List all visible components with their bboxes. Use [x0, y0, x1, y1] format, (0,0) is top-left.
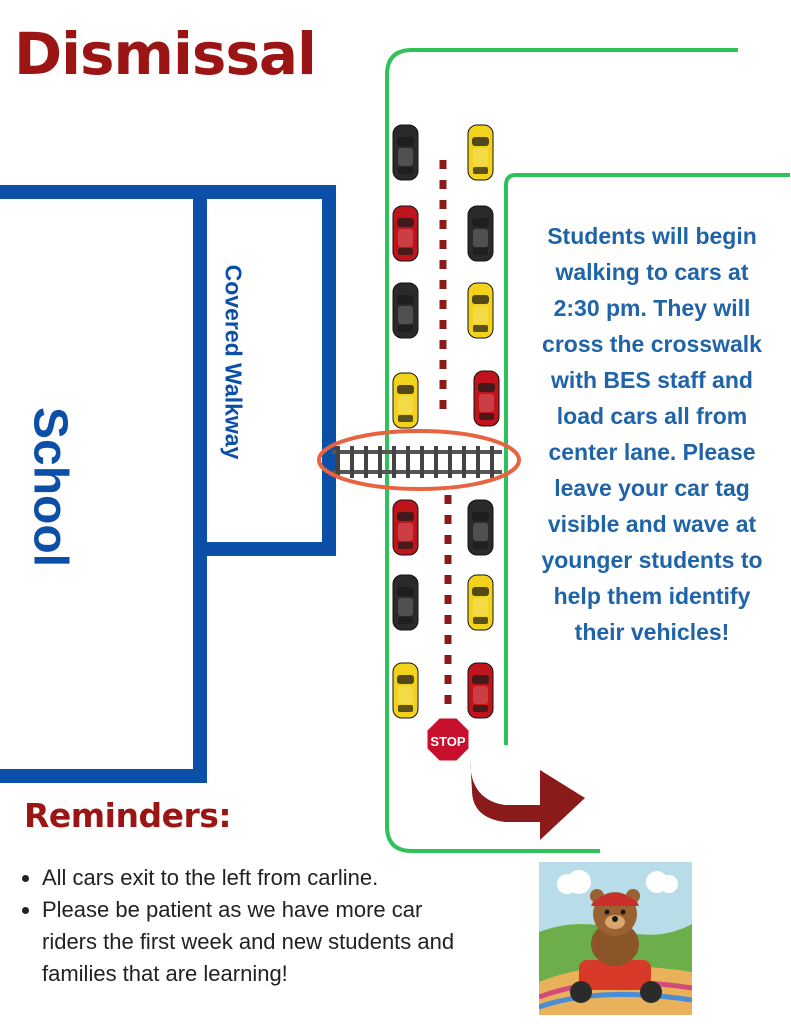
- dismissal-instructions: Students will begin walking to cars at 2…: [541, 223, 763, 645]
- car-red: [473, 370, 500, 427]
- car-black: [467, 499, 494, 556]
- stop-sign-label: STOP: [430, 734, 465, 749]
- bear-driving-go-kart-image: [539, 862, 692, 1015]
- car-yellow: [467, 124, 494, 181]
- car-yellow: [467, 574, 494, 631]
- car-red: [392, 499, 419, 556]
- reminders-list: All cars exit to the left from carline. …: [22, 862, 482, 990]
- track-rail-bottom: [332, 470, 502, 474]
- car-black: [467, 205, 494, 262]
- track-rail-top: [332, 450, 502, 454]
- car-red: [467, 662, 494, 719]
- track-tie: [406, 446, 410, 478]
- track-tie: [350, 446, 354, 478]
- crosswalk-track: [332, 446, 502, 478]
- reminder-item: All cars exit to the left from carline.: [42, 862, 482, 894]
- car-black: [392, 124, 419, 181]
- car-black: [392, 282, 419, 339]
- stop-sign-icon: STOP: [424, 715, 472, 764]
- track-tie: [448, 446, 452, 478]
- inner-lane-line: [504, 173, 790, 745]
- reminder-item: Please be patient as we have more car ri…: [42, 894, 482, 990]
- car-yellow: [392, 662, 419, 719]
- track-tie: [364, 446, 368, 478]
- track-tie: [392, 446, 396, 478]
- page-title: Dismissal: [14, 20, 317, 88]
- reminders-title: Reminders:: [24, 796, 232, 835]
- school-label: School: [23, 406, 77, 568]
- covered-walkway-label: Covered Walkway: [220, 264, 247, 460]
- track-tie: [378, 446, 382, 478]
- car-yellow: [467, 282, 494, 339]
- track-tie: [490, 446, 494, 478]
- track-tie: [462, 446, 466, 478]
- school-building-outline: [0, 185, 207, 783]
- car-yellow: [392, 372, 419, 429]
- car-red: [392, 205, 419, 262]
- cars-group: [392, 124, 500, 719]
- curved-arrow-right-icon: [470, 760, 585, 840]
- car-black: [392, 574, 419, 631]
- track-tie: [476, 446, 480, 478]
- track-tie: [336, 446, 340, 478]
- covered-walkway-outline: [206, 185, 336, 556]
- track-tie: [434, 446, 438, 478]
- track-tie: [420, 446, 424, 478]
- crosswalk-circle: [317, 429, 521, 491]
